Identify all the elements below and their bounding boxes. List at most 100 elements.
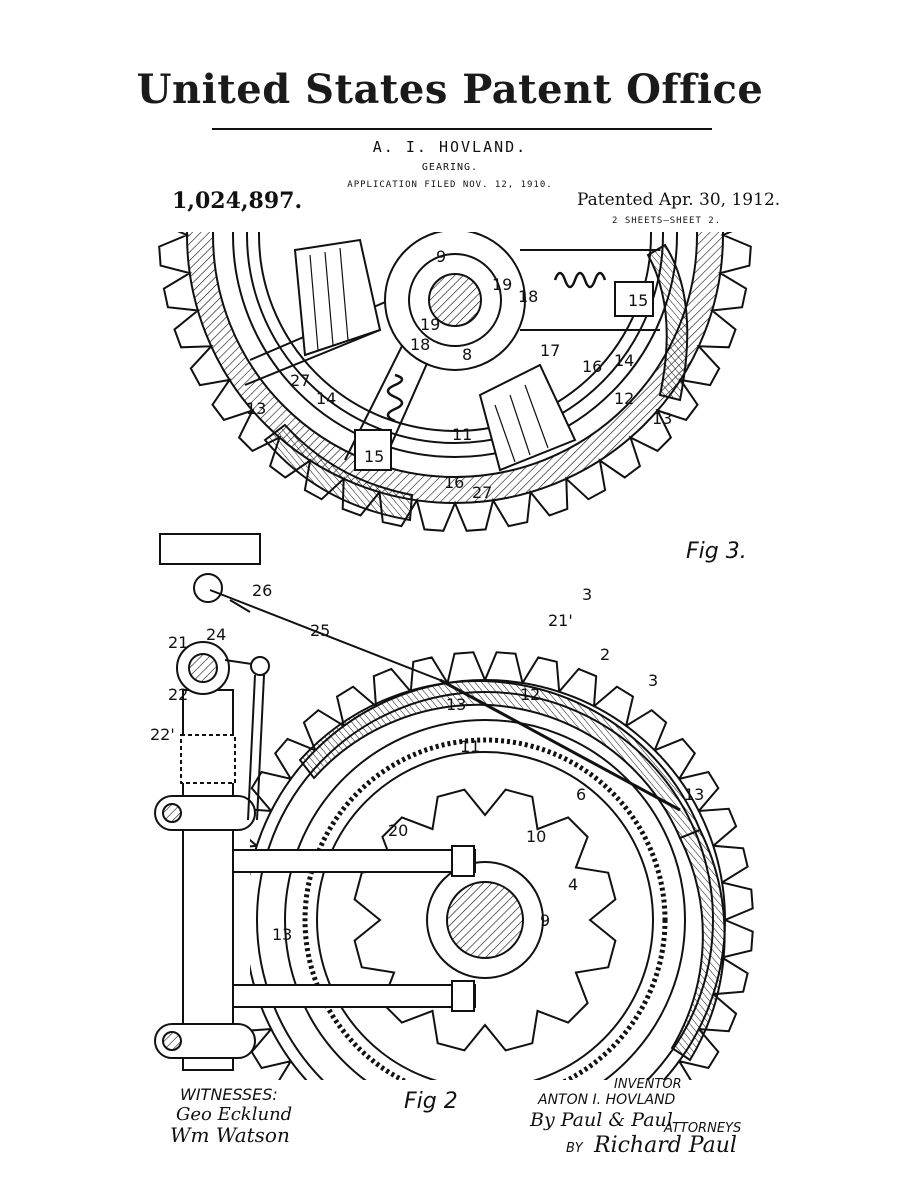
fig3-ref: 15 xyxy=(628,291,648,310)
inventor-name: A. I. HOVLAND. xyxy=(372,138,528,156)
fig2-shaft-21-core xyxy=(188,653,218,683)
attorney-signature-1: By Paul & Paul xyxy=(529,1109,673,1131)
fig2-link-bar-upper xyxy=(204,849,476,873)
fig2-label: Fig 2 xyxy=(404,1089,458,1114)
fig3-ref: 16 xyxy=(444,473,464,492)
fig2-ring-d xyxy=(316,751,654,1080)
fig2-sleeve-22-prime xyxy=(180,734,236,784)
fig2-reference-numerals: 26 25 24 21 22 22' 13 12 2 3 11 6 13 20 … xyxy=(150,581,704,944)
fig3-ref: 18 xyxy=(518,287,538,306)
fig2-ref: 10 xyxy=(526,827,546,846)
patented-date: Patented Apr. 30, 1912. xyxy=(577,190,781,210)
fig2-clamp-upper-bolt xyxy=(162,803,182,823)
fig2-ref: 25 xyxy=(310,621,330,640)
fig2-link-rod xyxy=(247,674,256,821)
sheet-count: 2 SHEETS—SHEET 2. xyxy=(612,216,722,226)
fig3-shaft xyxy=(428,273,482,327)
fig2-bracket-arm xyxy=(229,599,251,613)
fig2-ratchet-ring xyxy=(302,737,668,1080)
fig2-brake-band-right xyxy=(670,828,726,1062)
fig2-link-rod-b xyxy=(256,674,265,821)
fig3-ref: 13 xyxy=(652,409,672,428)
fig3-ring-a xyxy=(232,232,678,458)
fig3-spring-right xyxy=(553,271,607,289)
fig3-spoke-upper-b xyxy=(244,329,381,386)
fig3-ring-c xyxy=(258,232,652,432)
fig3-ref: 17 xyxy=(540,341,560,360)
title-rule xyxy=(212,128,712,130)
fig2-ref: 4 xyxy=(568,875,578,894)
fig2-bracket-pivot xyxy=(193,573,223,603)
fig3-ref: 18 xyxy=(410,335,430,354)
fig3-ref: 16 xyxy=(582,357,602,376)
fig3-ref: 12 xyxy=(614,389,634,408)
fig2-cable-25 xyxy=(209,589,441,681)
fig3-ref: 21' xyxy=(548,611,573,630)
inventor-full-name: ANTON I. HOVLAND xyxy=(537,1092,676,1108)
fig3-ref: 13 xyxy=(246,399,266,418)
fig3-plunger-15-right xyxy=(614,281,654,317)
fig2-hub-ring xyxy=(426,861,544,979)
fig2-ref: 22 xyxy=(168,685,188,704)
fig3-ref: 19 xyxy=(492,275,512,294)
fig3-ref: 19 xyxy=(420,315,440,334)
fig2-cable-25-b xyxy=(439,678,681,812)
fig3-ring-b xyxy=(246,232,664,444)
fig3-ref: 9 xyxy=(436,247,446,266)
fig2-link-bar-lower xyxy=(204,984,476,1008)
fig2-link-clip-lower xyxy=(451,980,475,1012)
fig2-bracket-26 xyxy=(159,533,261,565)
fig2-crank-pin xyxy=(250,656,270,676)
fig3-reference-numerals: 9 19 18 15 14 16 17 8 18 19 27 14 15 16 … xyxy=(246,247,672,630)
fig2-link-clip-upper xyxy=(451,845,475,877)
fig2-ref: 20 xyxy=(388,821,408,840)
fig2-ref: 9 xyxy=(540,911,550,930)
fig3-plunger-15-left xyxy=(354,429,392,471)
fig2-clamp-upper xyxy=(154,795,256,831)
fig2-ref: 22' xyxy=(150,725,175,744)
fig2-ring-c xyxy=(284,719,686,1080)
fig3-pinion-bottom-lines xyxy=(494,384,549,463)
by-label: BY xyxy=(566,1141,584,1156)
fig2-ref: 24 xyxy=(206,625,226,644)
application-filed: APPLICATION FILED NOV. 12, 1910. xyxy=(347,180,553,190)
fig2-ref: 6 xyxy=(576,785,586,804)
fig2-ref: 13 xyxy=(446,695,466,714)
patent-subject: GEARING. xyxy=(421,162,479,173)
fig3-ref: 15 xyxy=(364,447,384,466)
inventor-label: INVENTOR xyxy=(614,1077,682,1092)
fig3-ref: 3 xyxy=(582,585,592,604)
fig3-ref: 27 xyxy=(472,483,492,502)
fig2-clamp-lower-bolt xyxy=(162,1031,182,1051)
fig3-spring-left xyxy=(386,373,404,423)
witness-signature-2: Wm Watson xyxy=(170,1123,290,1147)
fig3-brake-band-left xyxy=(263,423,414,522)
witness-signature-1: Geo Ecklund xyxy=(176,1104,292,1125)
fig2-ref: 2 xyxy=(600,645,610,664)
fig2-ref: 21 xyxy=(168,633,188,652)
fig2-ref: 26 xyxy=(252,581,272,600)
fig2-ref: 13 xyxy=(684,785,704,804)
fig3-ref: 8 xyxy=(462,345,472,364)
fig2-ref: 12 xyxy=(520,685,540,704)
fig3-pinion-top-lines xyxy=(309,247,349,351)
fig2-ref: 13 xyxy=(272,925,292,944)
fig2-ref: 11 xyxy=(460,737,480,756)
fig3-ref: 27 xyxy=(290,371,310,390)
figure-2-drawing xyxy=(154,533,754,1080)
fig2-clamp-lower xyxy=(154,1023,256,1059)
attorney-signature-2: Richard Paul xyxy=(593,1133,737,1158)
office-title: United States Patent Office xyxy=(136,66,764,113)
fig3-ref: 11 xyxy=(452,425,472,444)
fig3-ref: 14 xyxy=(614,351,634,370)
fig2-ref: 3 xyxy=(648,671,658,690)
fig2-shaft xyxy=(446,881,524,959)
fig3-hub-inner xyxy=(408,253,502,347)
figure-3-drawing xyxy=(158,232,752,532)
witnesses-label: WITNESSES: xyxy=(180,1085,278,1104)
fig3-ref: 14 xyxy=(316,389,336,408)
patent-number: 1,024,897. xyxy=(172,188,303,214)
fig3-brake-band-right xyxy=(646,243,689,402)
attorneys-label: ATTORNEYS xyxy=(663,1121,741,1136)
